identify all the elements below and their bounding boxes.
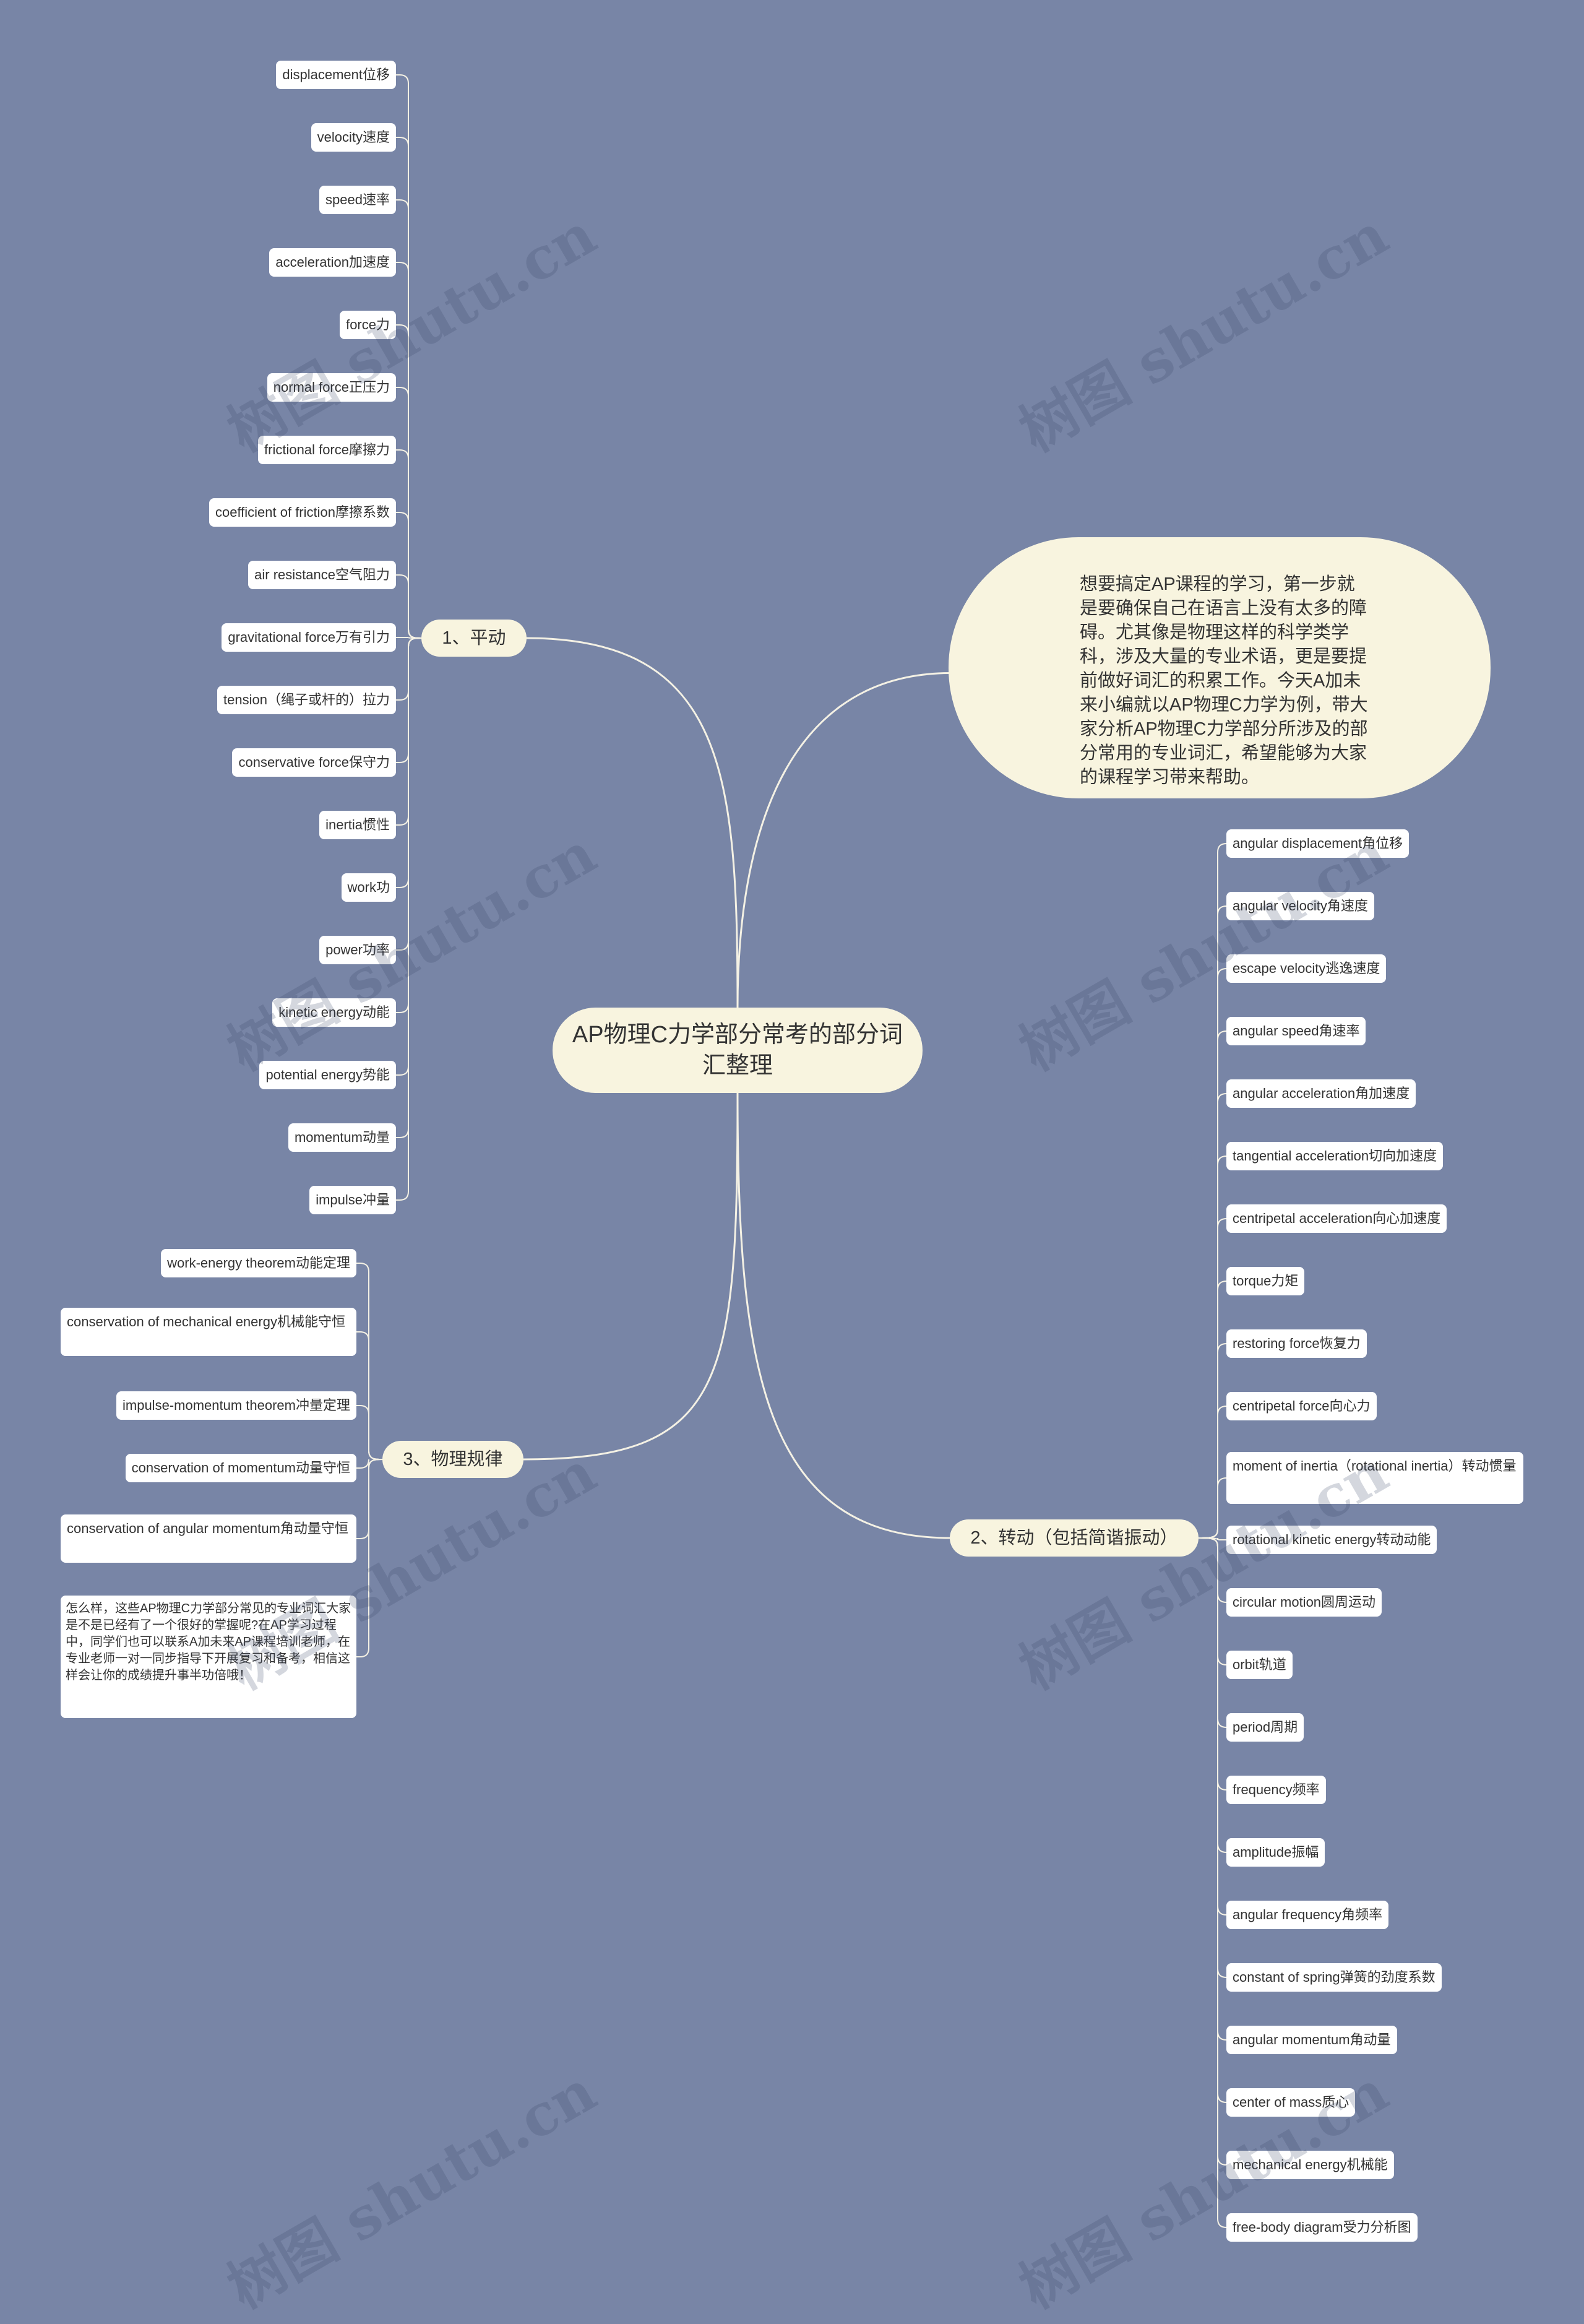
connector-leaf [356,1405,383,1460]
connector-leaf [1198,905,1227,1539]
leaf-item[interactable]: velocity速度 [311,123,396,152]
leaf-item[interactable]: circular motion圆周运动 [1226,1588,1382,1617]
leaf-item[interactable]: period周期 [1226,1713,1304,1742]
connector-leaf [356,1459,383,1657]
leaf-item[interactable]: angular momentum角动量 [1226,2026,1397,2054]
leaf-item[interactable]: inertia惯性 [319,811,396,839]
connector-root-intro [736,672,952,1009]
connector-leaf [1198,968,1227,1539]
leaf-item[interactable]: 怎么样，这些AP物理C力学部分常见的专业词汇大家是不是已经有了一个很好的掌握呢?… [61,1596,356,1718]
leaf-item[interactable]: conservation of angular momentum角动量守恒 [61,1514,356,1563]
connector-leaf [1198,1537,1227,2103]
leaf-item[interactable]: conservative force保守力 [232,748,396,777]
connector-leaf [1198,843,1227,1539]
leaf-item[interactable]: work功 [341,873,396,902]
leaf-item[interactable]: gravitational force万有引力 [222,623,396,652]
leaf-item[interactable]: impulse-momentum theorem冲量定理 [116,1391,356,1420]
leaf-item[interactable]: tension（绳子或杆的）拉力 [217,686,396,714]
leaf-item[interactable]: coefficient of friction摩擦系数 [209,498,396,527]
leaf-item[interactable]: frequency频率 [1226,1776,1326,1804]
intro-node[interactable]: 想要搞定AP课程的学习，第一步就是要确保自己在语言上没有太多的障碍。尤其像是物理… [949,537,1491,798]
branch-physical-laws[interactable]: 3、物理规律 [382,1441,523,1478]
connector-leaf [1198,1537,1227,1853]
leaf-item[interactable]: frictional force摩擦力 [258,436,396,464]
branch-label: 2、转动（包括简谐振动） [970,1528,1178,1548]
leaf-item[interactable]: amplitude振幅 [1226,1838,1325,1867]
leaf-item[interactable]: work-energy theorem动能定理 [161,1249,356,1277]
leaf-item[interactable]: restoring force恢复力 [1226,1329,1367,1358]
leaf-item[interactable]: kinetic energy动能 [272,998,396,1027]
leaf-item[interactable]: angular velocity角速度 [1226,892,1374,920]
leaf-item[interactable]: orbit轨道 [1226,1651,1293,1679]
leaf-item[interactable]: torque力矩 [1226,1267,1305,1295]
connector-leaf [1198,1218,1227,1539]
leaf-item[interactable]: speed速率 [319,186,396,214]
branch-translation[interactable]: 1、平动 [421,620,527,657]
connector-root-b1 [525,637,739,1009]
leaf-item[interactable]: angular speed角速率 [1226,1017,1366,1045]
leaf-item[interactable]: power功率 [319,936,396,964]
connector-leaf [395,574,422,639]
leaf-item[interactable]: acceleration加速度 [269,248,396,277]
leaf-item[interactable]: center of mass质心 [1226,2088,1356,2117]
connector-leaf [1198,1093,1227,1539]
connector-leaf [1198,1030,1227,1539]
branch-rotation[interactable]: 2、转动（包括简谐振动） [950,1519,1199,1557]
leaf-item[interactable]: normal force正压力 [267,373,396,402]
leaf-item[interactable]: displacement位移 [276,61,396,89]
connector-leaf [1198,1281,1227,1539]
leaf-item[interactable]: force力 [340,311,396,339]
leaf-item[interactable]: air resistance空气阻力 [248,561,396,589]
leaf-item[interactable]: mechanical energy机械能 [1226,2151,1394,2179]
leaf-item[interactable]: centripetal force向心力 [1226,1392,1377,1420]
leaf-item[interactable]: angular frequency角频率 [1226,1901,1389,1929]
connector-leaf [1198,1156,1227,1539]
connector-leaf [1198,1537,1227,1978]
connector-leaf [1198,1343,1227,1539]
connector-leaf [1198,1537,1227,1603]
connector-root-b3 [522,1092,739,1461]
connector-leaf [1198,1477,1227,1539]
branch-label: 1、平动 [442,628,506,648]
leaf-item[interactable]: conservation of momentum动量守恒 [125,1454,356,1482]
leaf-item[interactable]: moment of inertia（rotational inertia）转动惯… [1226,1452,1523,1504]
leaf-item[interactable]: rotational kinetic energy转动动能 [1226,1526,1437,1554]
connector-leaf [395,637,422,1201]
leaf-item[interactable]: tangential acceleration切向加速度 [1226,1142,1444,1170]
leaf-item[interactable]: angular displacement角位移 [1226,829,1410,858]
connector-root-b2 [736,1092,951,1539]
intro-text: 想要搞定AP课程的学习，第一步就是要确保自己在语言上没有太多的障碍。尤其像是物理… [1080,574,1368,787]
connector-leaf [1198,1406,1227,1539]
leaf-item[interactable]: centripetal acceleration向心加速度 [1226,1204,1447,1233]
connector-leaf [1198,1537,1227,2228]
leaf-item[interactable]: constant of spring弹簧的劲度系数 [1226,1963,1442,1992]
leaf-item[interactable]: free-body diagram受力分析图 [1226,2213,1418,2242]
root-node[interactable]: AP物理C力学部分常考的部分词汇整理 [553,1008,923,1093]
leaf-item[interactable]: angular acceleration角加速度 [1226,1079,1416,1108]
leaf-item[interactable]: conservation of mechanical energy机械能守恒 [61,1308,356,1356]
leaf-item[interactable]: potential energy势能 [259,1061,396,1089]
leaf-item[interactable]: escape velocity逃逸速度 [1226,954,1387,983]
leaf-item[interactable]: momentum动量 [288,1123,396,1152]
root-title: AP物理C力学部分常考的部分词汇整理 [572,1022,903,1079]
connector-leaf [1198,1537,1227,1728]
branch-label: 3、物理规律 [403,1449,503,1469]
leaf-item[interactable]: impulse冲量 [309,1186,396,1214]
